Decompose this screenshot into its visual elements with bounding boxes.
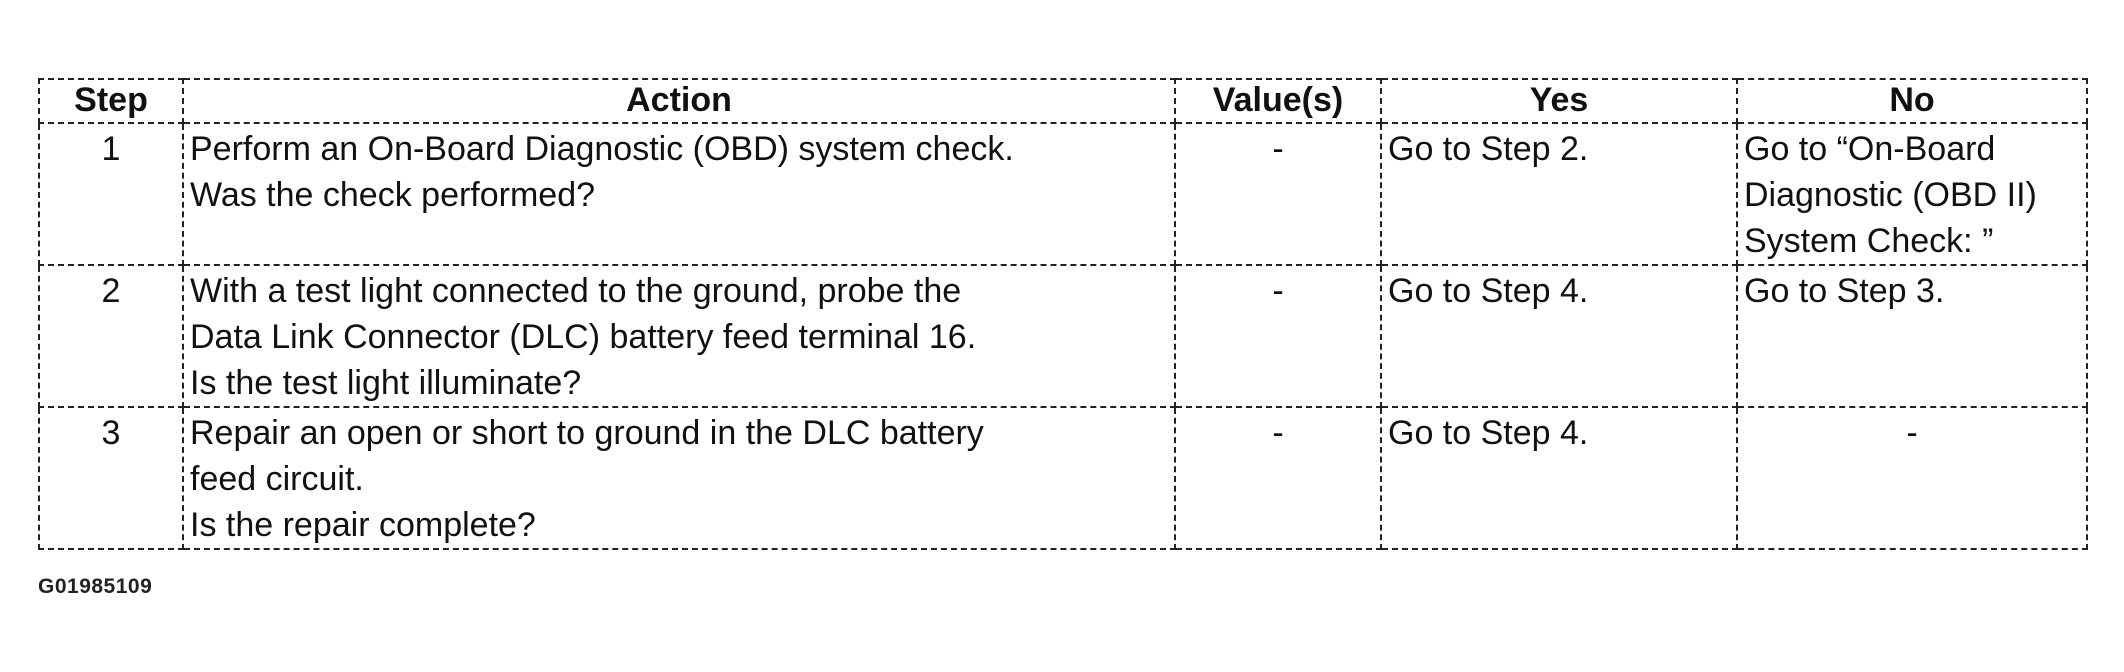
action-line: Repair an open or short to ground in the… bbox=[190, 414, 984, 452]
no-cell: - bbox=[1736, 406, 2088, 550]
yes-cell: Go to Step 2. bbox=[1380, 122, 1738, 266]
table-row: 2 With a test light connected to the gro… bbox=[38, 264, 2088, 408]
diagnostic-table: Step Action Value(s) Yes No 1 Perform an… bbox=[38, 78, 2088, 550]
value-cell: - bbox=[1174, 122, 1382, 266]
no-cell: Go to “On-Board Diagnostic (OBD II) Syst… bbox=[1736, 122, 2088, 266]
table-row: 1 Perform an On-Board Diagnostic (OBD) s… bbox=[38, 122, 2088, 266]
step-number: 1 bbox=[38, 122, 184, 266]
yes-cell: Go to Step 4. bbox=[1380, 264, 1738, 408]
table-row: 3 Repair an open or short to ground in t… bbox=[38, 406, 2088, 550]
no-line: Diagnostic (OBD II) bbox=[1744, 176, 2037, 214]
header-yes: Yes bbox=[1380, 78, 1738, 124]
step-number: 2 bbox=[38, 264, 184, 408]
action-cell: With a test light connected to the groun… bbox=[182, 264, 1176, 408]
header-action: Action bbox=[182, 78, 1176, 124]
action-cell: Repair an open or short to ground in the… bbox=[182, 406, 1176, 550]
action-line: With a test light connected to the groun… bbox=[190, 272, 962, 310]
no-line: - bbox=[1906, 414, 1918, 452]
no-line: Go to Step 3. bbox=[1744, 272, 1945, 310]
action-line: Data Link Connector (DLC) battery feed t… bbox=[190, 318, 977, 356]
figure-id-caption: G01985109 bbox=[38, 575, 153, 598]
header-no: No bbox=[1736, 78, 2088, 124]
step-number: 3 bbox=[38, 406, 184, 550]
action-line: Perform an On-Board Diagnostic (OBD) sys… bbox=[190, 130, 1014, 168]
action-line: feed circuit. bbox=[190, 460, 364, 498]
action-line: Was the check performed? bbox=[190, 176, 596, 214]
no-cell: Go to Step 3. bbox=[1736, 264, 2088, 408]
header-values: Value(s) bbox=[1174, 78, 1382, 124]
action-line: Is the repair complete? bbox=[190, 506, 536, 544]
value-cell: - bbox=[1174, 264, 1382, 408]
value-cell: - bbox=[1174, 406, 1382, 550]
yes-cell: Go to Step 4. bbox=[1380, 406, 1738, 550]
no-line: System Check: ” bbox=[1744, 222, 1994, 260]
table-header-row: Step Action Value(s) Yes No bbox=[38, 78, 2088, 124]
action-line: Is the test light illuminate? bbox=[190, 364, 582, 402]
action-cell: Perform an On-Board Diagnostic (OBD) sys… bbox=[182, 122, 1176, 266]
header-step: Step bbox=[38, 78, 184, 124]
no-line: Go to “On-Board bbox=[1744, 130, 1996, 168]
